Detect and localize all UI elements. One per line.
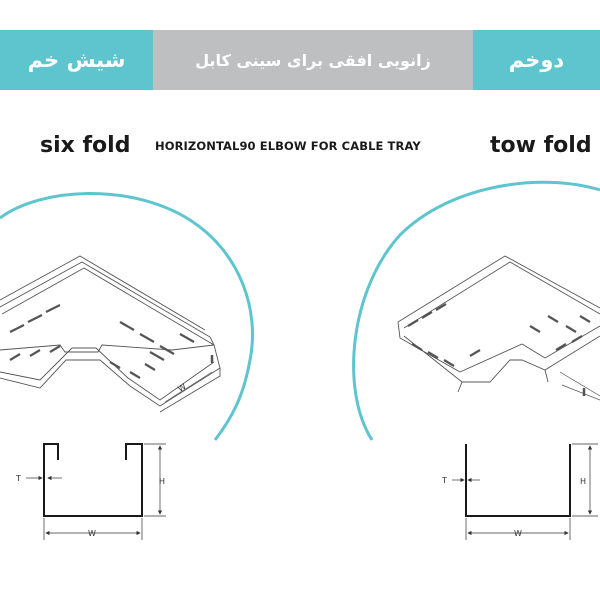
tow-fold-elbow-drawing [397, 255, 600, 401]
heading-product-title: HORIZONTAL90 ELBOW FOR CABLE TRAY [155, 139, 421, 153]
banner-left-band: شیش خم [0, 30, 153, 90]
heading-tow-fold: tow fold [490, 133, 592, 158]
left-decorative-arc [0, 192, 254, 441]
six-fold-t-label: T [15, 474, 21, 483]
tow-fold-w-label: W [514, 529, 522, 538]
six-fold-tray-w-label: W [176, 382, 188, 394]
six-fold-dimension-lines [26, 443, 166, 540]
banner-center-band: زانویی افقی برای سینی کابل [153, 30, 473, 90]
six-fold-elbow-drawing [0, 255, 221, 413]
banner: شیش خم زانویی افقی برای سینی کابل دوخم [0, 30, 600, 90]
tow-fold-profile [465, 444, 571, 517]
banner-right-label: دوخم [508, 48, 565, 72]
six-fold-h-label: H [159, 477, 165, 486]
banner-center-label: زانویی افقی برای سینی کابل [195, 50, 431, 70]
tow-fold-h-label: H [580, 477, 586, 486]
heading-six-fold: six fold [40, 133, 131, 158]
banner-left-label: شیش خم [27, 48, 126, 72]
six-fold-profile [43, 443, 143, 517]
right-decorative-arc [352, 180, 600, 441]
six-fold-w-label: W [88, 529, 96, 538]
banner-right-band: دوخم [473, 30, 600, 90]
tow-fold-t-label: T [441, 476, 447, 485]
tow-fold-dimension-lines [452, 443, 598, 540]
